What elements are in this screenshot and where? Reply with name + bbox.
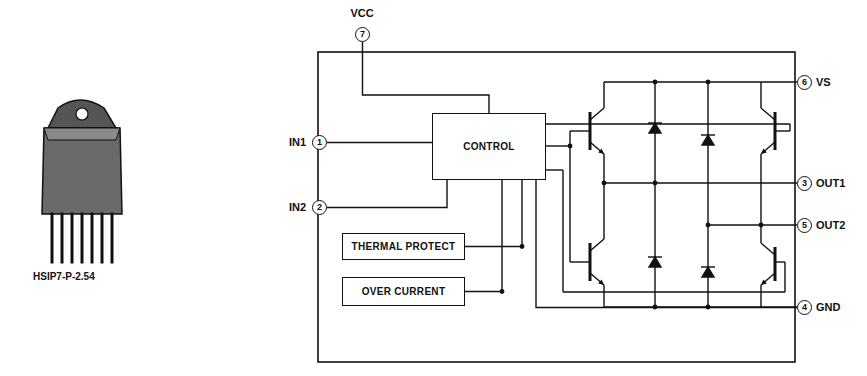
block-label: CONTROL [463,141,515,152]
pin-name: OUT1 [816,178,845,189]
pin-number: 2 [317,203,322,212]
pin-name: OUT2 [816,220,845,231]
pin-number: 7 [360,30,365,39]
pin-number: 4 [802,303,807,312]
pin-name: GND [816,302,840,313]
pin-circle: 5 [797,218,812,233]
ic-outline [318,52,795,362]
block-label: OVER CURRENT [362,286,446,297]
package-drawing [42,100,122,262]
wire [465,180,524,249]
wire [327,180,447,208]
block-label: THERMAL PROTECT [352,241,456,252]
h-bridge [546,80,797,310]
pin-circle: 6 [797,75,812,90]
wire [327,142,432,143]
pin-name: VS [816,77,831,88]
protect-block: OVER CURRENT [342,277,465,306]
pin-name: IN2 [289,202,306,213]
pin-circle: 4 [797,300,812,315]
pin-name: VCC [350,8,373,19]
pin-name: IN1 [289,137,306,148]
pin-number: 6 [802,78,807,87]
wire [363,42,490,113]
wire [536,180,797,308]
pin-number: 1 [317,138,322,147]
pin-circle: 1 [312,135,327,150]
pin-circle: 3 [797,176,812,191]
pin-number: 5 [802,221,807,230]
control-block: CONTROL [432,113,546,180]
pin-number: 3 [802,179,807,188]
pin-circle: 7 [355,27,370,42]
pin-circle: 2 [312,200,327,215]
protect-block: THERMAL PROTECT [342,233,465,260]
package-name: HSIP7-P-2.54 [33,272,95,282]
wire [465,180,504,294]
